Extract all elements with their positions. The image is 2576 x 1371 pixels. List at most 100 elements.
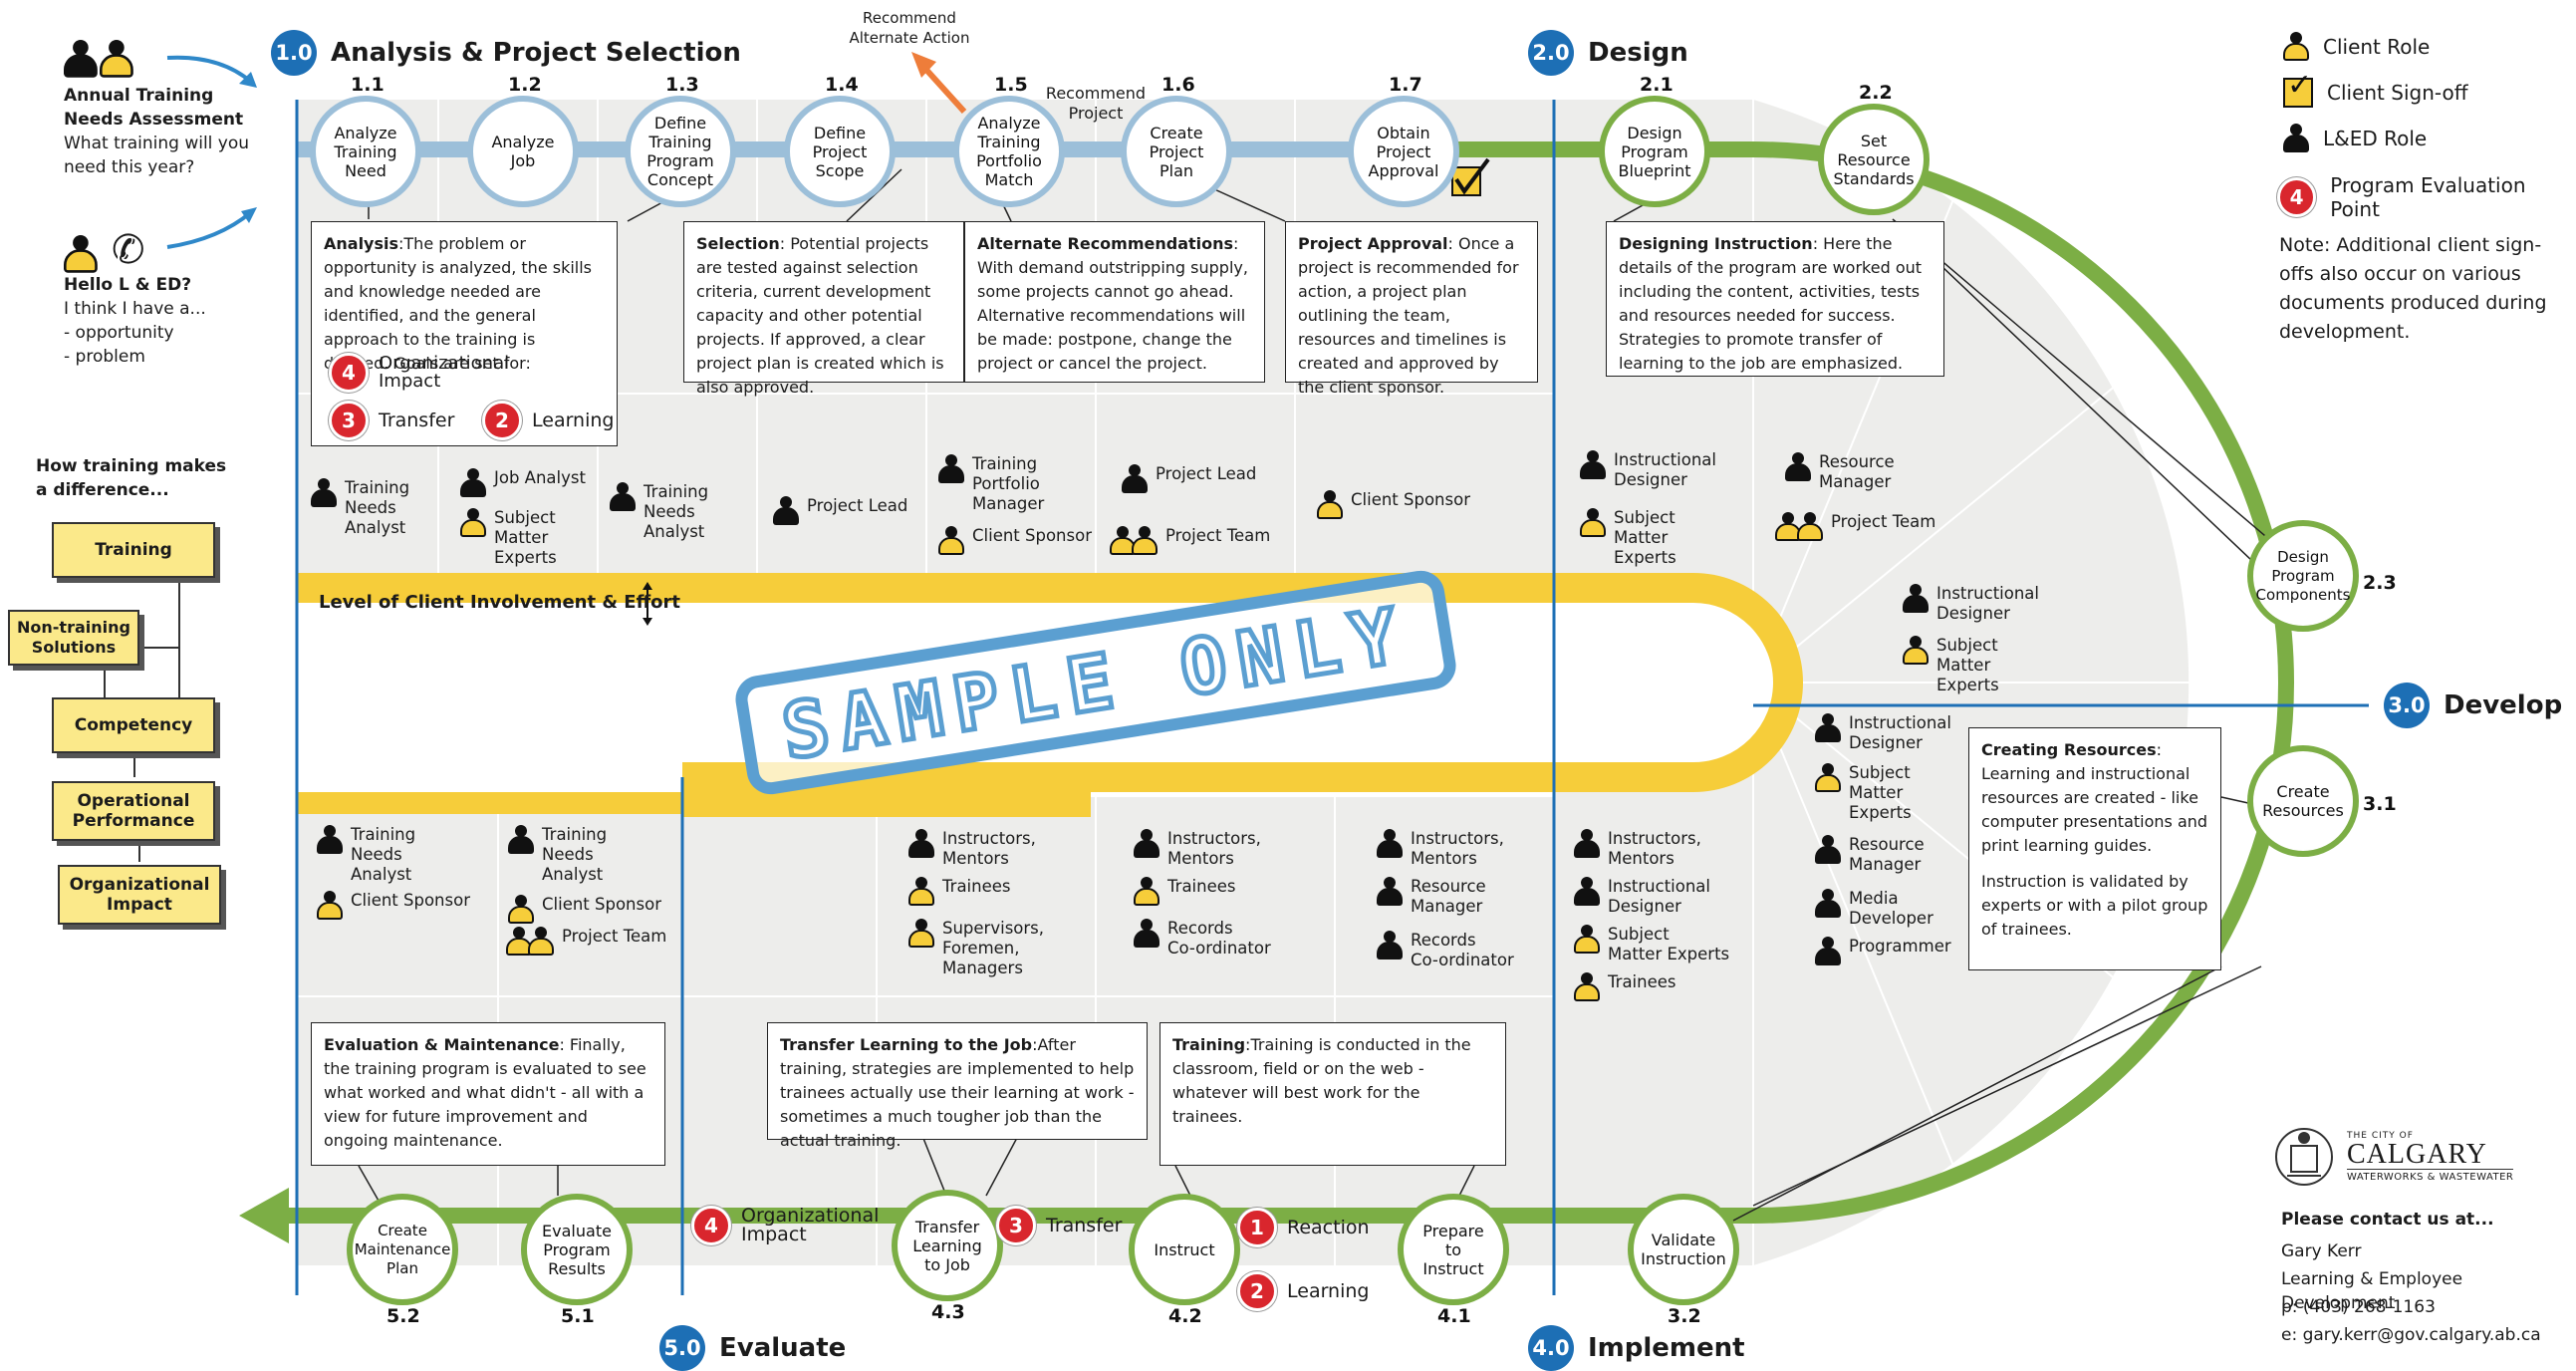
step-3-2-node[interactable]: Validate Instruction bbox=[1628, 1194, 1739, 1305]
goal-transfer-label: Transfer bbox=[379, 409, 455, 431]
pair-icon bbox=[64, 40, 133, 78]
step-1-6-node[interactable]: Create Project Plan bbox=[1121, 96, 1232, 207]
client-team-icon bbox=[506, 927, 554, 957]
annual-question: What training will you need this year? bbox=[64, 134, 250, 177]
recommend-alternate-label: Recommend Alternate Action bbox=[849, 9, 970, 47]
approval-box: Project Approval: Once a project is reco… bbox=[1285, 221, 1538, 397]
role-led: Project Lead bbox=[773, 496, 907, 526]
role-led: Instructors, Mentors bbox=[1134, 829, 1261, 869]
eval-point-label: Transfer bbox=[1046, 1214, 1123, 1236]
phase-5-header: 5.0 Evaluate bbox=[659, 1325, 846, 1371]
step-number: 1.4 bbox=[825, 74, 859, 96]
step-1-2-node[interactable]: Analyze Job bbox=[467, 96, 579, 207]
alternate-box: Alternate Recommendations: With demand o… bbox=[964, 221, 1265, 383]
designing-title: Designing Instruction bbox=[1619, 234, 1813, 253]
phase-1-badge: 1.0 bbox=[271, 30, 317, 76]
eval-point-label: Learning bbox=[1287, 1279, 1370, 1302]
step-label: Prepare to Instruct bbox=[1422, 1221, 1484, 1278]
role-led: Training Needs Analyst bbox=[508, 825, 607, 885]
step-1-7-node[interactable]: Obtain Project Approval bbox=[1348, 96, 1459, 207]
led-role-icon bbox=[1903, 584, 1929, 614]
step-number: 2.3 bbox=[2363, 572, 2397, 594]
step-label: Design Program Components bbox=[2255, 547, 2351, 604]
training-title: Training bbox=[1172, 1035, 1246, 1054]
hello-icons: ✆ bbox=[64, 227, 145, 273]
role-client: Subject Matter Experts bbox=[1574, 925, 1729, 964]
goal-transfer: 3 Transfer bbox=[329, 401, 454, 440]
step-1-5-node[interactable]: Analyze Training Portfolio Match bbox=[953, 96, 1065, 207]
role-led: Resource Manager bbox=[1785, 452, 1895, 492]
step-number: 3.1 bbox=[2363, 793, 2397, 815]
step-5-1-node[interactable]: Evaluate Program Results bbox=[521, 1194, 633, 1305]
step-label: Analyze Training Portfolio Match bbox=[976, 114, 1042, 189]
role-led: Resource Manager bbox=[1377, 877, 1486, 917]
client-role-icon bbox=[1574, 972, 1600, 1002]
training-box: Training:Training is conducted in the cl… bbox=[1159, 1022, 1506, 1166]
step-number: 5.2 bbox=[386, 1305, 420, 1327]
eval-point-learning: 2 Learning bbox=[1237, 1271, 1370, 1311]
step-number: 1.3 bbox=[665, 74, 699, 96]
flow-competency: Competency bbox=[52, 697, 215, 753]
step-1-3-node[interactable]: Define Training Program Concept bbox=[625, 96, 736, 207]
led-role-icon bbox=[317, 825, 343, 855]
step-1-1-node[interactable]: Analyze Training Need bbox=[310, 96, 421, 207]
role-led: Training Needs Analyst bbox=[317, 825, 415, 885]
led-role-icon bbox=[1815, 937, 1841, 966]
analysis-box: Analysis:The problem or opportunity is a… bbox=[311, 221, 618, 446]
track-arrow bbox=[239, 1188, 289, 1243]
role-led: Resource Manager bbox=[1815, 835, 1925, 875]
step-label: Analyze Job bbox=[491, 133, 555, 170]
phase-5-badge: 5.0 bbox=[659, 1325, 705, 1371]
role-led: Programmer bbox=[1815, 937, 1951, 966]
step-number: 4.3 bbox=[931, 1301, 965, 1323]
role-client: Subject Matter Experts bbox=[1580, 508, 1676, 568]
phase-1-header: 1.0 Analysis & Project Selection bbox=[271, 30, 741, 76]
contact-dept: Learning & Employee Development bbox=[2281, 1269, 2463, 1313]
role-led: Training Needs Analyst bbox=[610, 482, 708, 542]
client-role-icon bbox=[1317, 490, 1343, 520]
step-3-1-node[interactable]: Create Resources bbox=[2247, 745, 2359, 857]
phone-icon: ✆ bbox=[112, 227, 145, 273]
client-role-icon bbox=[1580, 508, 1606, 538]
selection-body: : Potential projects are tested against … bbox=[696, 234, 944, 397]
led-role-icon bbox=[773, 496, 799, 526]
legend-eval-point: 4 Program Evaluation Point bbox=[2277, 173, 2576, 221]
step-2-2-node[interactable]: Set Resource Standards bbox=[1818, 104, 1930, 215]
contact-email[interactable]: e: gary.kerr@gov.calgary.ab.ca bbox=[2281, 1325, 2541, 1345]
step-4-2-node[interactable]: Instruct bbox=[1129, 1194, 1240, 1305]
eval-point-label: Organizational Impact bbox=[741, 1205, 880, 1245]
step-label: Create Project Plan bbox=[1149, 123, 1204, 180]
logo-small: THE CITY OF bbox=[2347, 1131, 2414, 1141]
logo-name: CALGARY bbox=[2347, 1139, 2487, 1170]
how-title: How training makes a difference... bbox=[36, 456, 227, 500]
role-client: Client Sponsor bbox=[508, 895, 661, 925]
step-2-1-node[interactable]: Design Program Blueprint bbox=[1599, 96, 1710, 207]
analysis-title: Analysis bbox=[324, 234, 399, 253]
alternate-body: : With demand outstripping supply, some … bbox=[977, 234, 1248, 373]
designing-body: : Here the details of the program are wo… bbox=[1619, 234, 1923, 373]
eval-point-2-icon: 2 bbox=[1237, 1271, 1277, 1311]
client-role-icon bbox=[1815, 763, 1841, 793]
led-role-icon bbox=[1815, 713, 1841, 743]
role-client: Client Sponsor bbox=[938, 526, 1092, 556]
client-team-icon bbox=[1110, 526, 1158, 556]
role-client: Client Sponsor bbox=[317, 891, 470, 921]
step-4-3-node[interactable]: Transfer Learning to Job bbox=[892, 1190, 1003, 1301]
involvement-band bbox=[297, 573, 1803, 792]
step-number: 1.6 bbox=[1161, 74, 1195, 96]
step-1-4-node[interactable]: Define Project Scope bbox=[784, 96, 896, 207]
phase-3-title: Develop bbox=[2444, 690, 2563, 720]
eval-point-3-icon: 3 bbox=[329, 401, 369, 440]
step-4-1-node[interactable]: Prepare to Instruct bbox=[1398, 1194, 1509, 1305]
led-role-icon bbox=[938, 454, 964, 484]
led-role-icon bbox=[311, 478, 337, 508]
role-led: Instructional Designer bbox=[1903, 584, 2039, 624]
hello-body: I think I have a... - opportunity - prob… bbox=[64, 299, 206, 367]
phase-3-badge: 3.0 bbox=[2384, 683, 2430, 728]
role-led: Instructional Designer bbox=[1574, 877, 1710, 917]
step-2-3-node[interactable]: Design Program Components bbox=[2247, 520, 2359, 632]
step-5-2-node[interactable]: Create Maintenance Plan bbox=[347, 1194, 458, 1305]
eval-point-organizational: 4 Organizational Impact bbox=[691, 1206, 879, 1245]
led-role-icon bbox=[1785, 452, 1811, 482]
